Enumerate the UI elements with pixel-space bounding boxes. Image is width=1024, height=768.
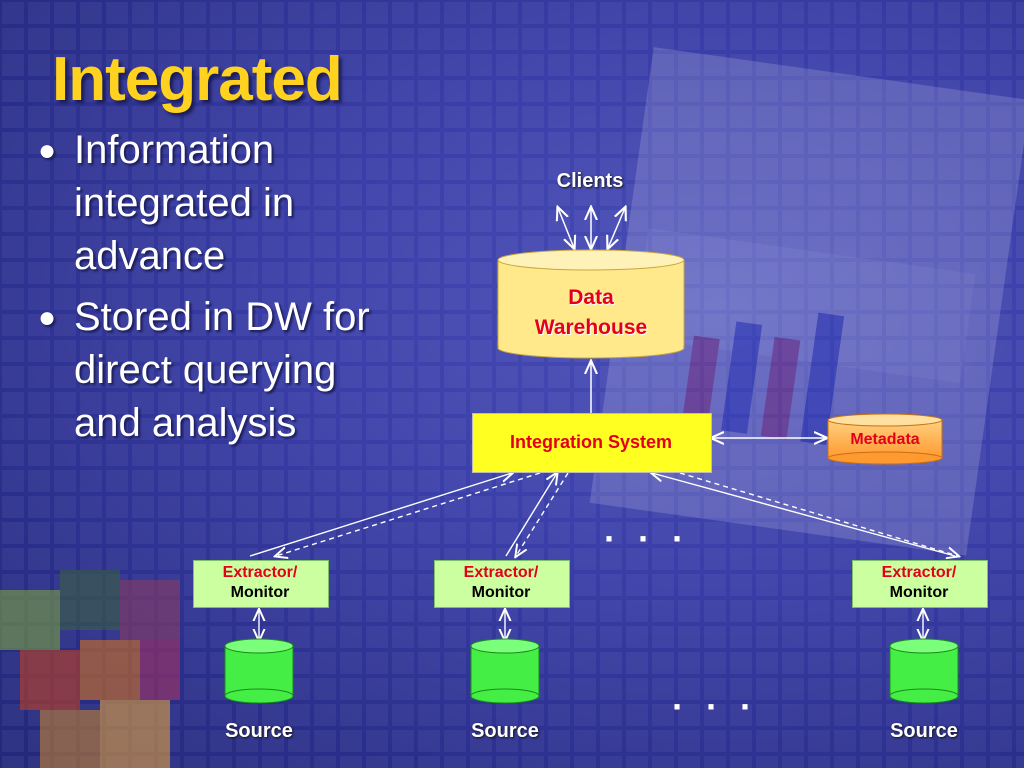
extractor-monitor-label: Extractor/ Monitor — [434, 563, 568, 603]
client-arrow — [608, 208, 625, 248]
extractor-link-dashed — [276, 472, 541, 556]
source-label: Source — [890, 720, 958, 742]
extractor-label-line1: Extractor/ — [222, 564, 298, 581]
data-warehouse-label: Data Warehouse — [520, 283, 662, 343]
integration-system-box — [472, 413, 712, 473]
ellipsis-bottom: · · · — [672, 686, 758, 727]
bullet-dot-icon: ● — [38, 301, 57, 334]
extractor-link-solid — [652, 473, 956, 557]
source-cylinder — [889, 638, 959, 704]
client-arrow — [558, 208, 574, 248]
extractor-label-line1: Extractor/ — [463, 564, 539, 581]
source-cylinder — [470, 638, 540, 704]
extractor-link-dashed — [679, 472, 958, 556]
ellipsis-middle: · · · — [604, 518, 690, 559]
extractor-label-line1: Extractor/ — [881, 564, 957, 581]
bullet-dot-icon: ● — [38, 134, 57, 167]
bullet-text: Information integrated in advance — [74, 128, 295, 278]
extractor-label-line2: Monitor — [230, 584, 290, 601]
extractor-label-line2: Monitor — [889, 584, 949, 601]
extractor-monitor-label: Extractor/ Monitor — [852, 563, 986, 603]
bullet-item: ● Stored in DW for direct querying and a… — [32, 291, 372, 450]
extractor-monitor-box — [193, 560, 329, 608]
warehouse-label-line1: Data — [568, 286, 614, 309]
warehouse-label-line2: Warehouse — [534, 316, 648, 339]
integration-system-label: Integration System — [509, 432, 673, 452]
data-warehouse-cylinder — [497, 249, 685, 359]
metadata-label: Metadata — [850, 431, 920, 448]
extractor-monitor-box — [852, 560, 988, 608]
source-cylinder — [224, 638, 294, 704]
extractor-label-line2: Monitor — [471, 584, 531, 601]
extractor-link-dashed — [516, 472, 569, 556]
extractor-monitor-label: Extractor/ Monitor — [193, 563, 327, 603]
metadata-cylinder — [827, 413, 943, 465]
slide-title: Integrated — [52, 45, 343, 114]
extractor-link-solid — [505, 473, 557, 557]
extractor-link-solid — [249, 473, 512, 557]
bullet-list: ● Information integrated in advance ● St… — [32, 124, 372, 458]
bullet-item: ● Information integrated in advance — [32, 124, 372, 283]
extractor-monitor-box — [434, 560, 570, 608]
clients-label: Clients — [556, 170, 624, 192]
bullet-text: Stored in DW for direct querying and ana… — [74, 295, 370, 445]
source-label: Source — [225, 720, 293, 742]
source-label: Source — [471, 720, 539, 742]
